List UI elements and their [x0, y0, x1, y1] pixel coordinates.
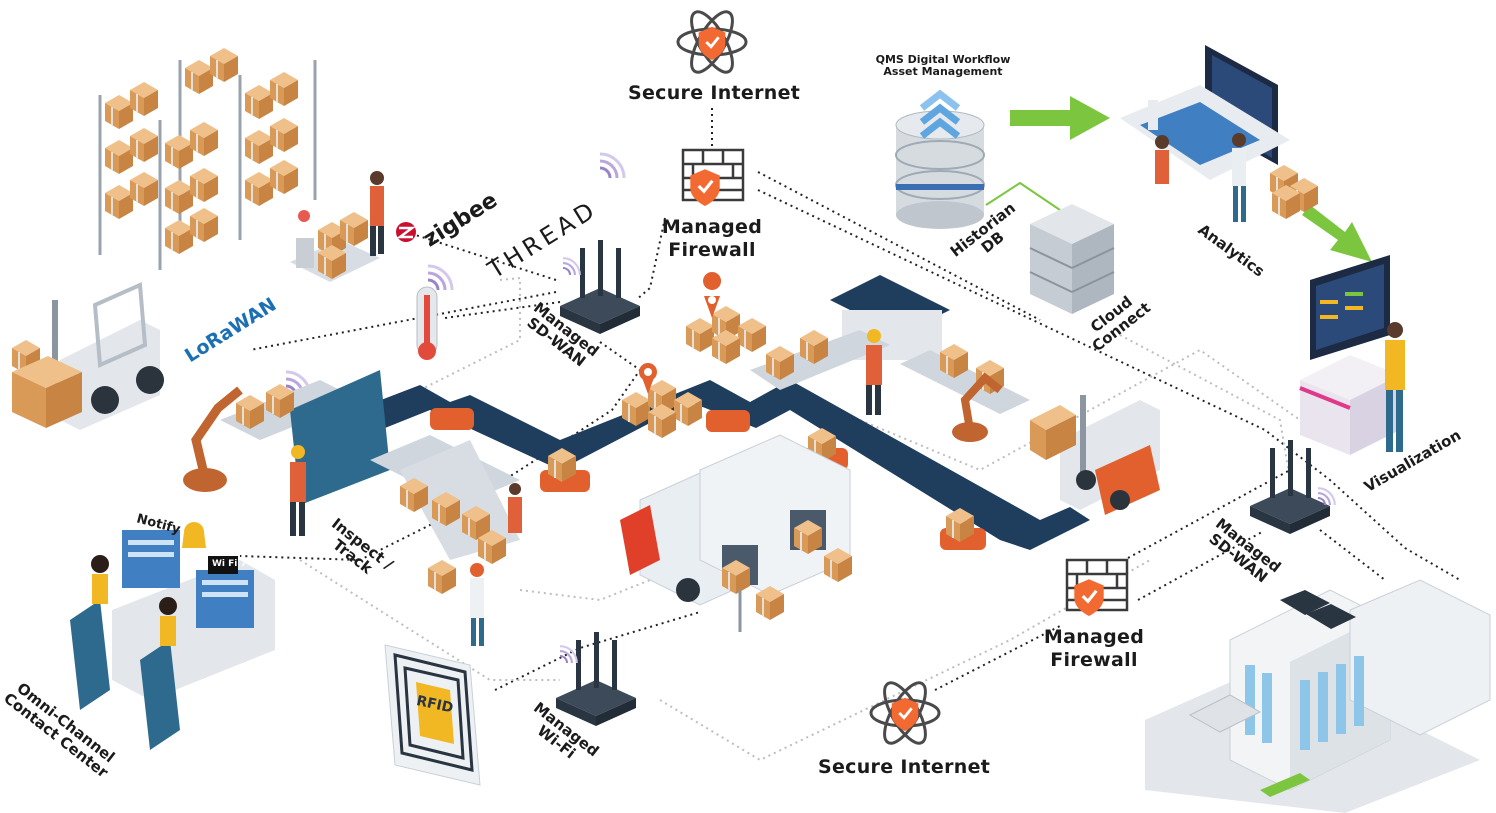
qms-line2: Asset Management: [883, 64, 1003, 78]
qms-label: QMS Digital Workflow Asset Management: [858, 54, 1028, 77]
qms-line1: QMS Digital Workflow: [875, 53, 1011, 66]
managed-firewall-top-label: Managed Firewall: [652, 216, 772, 261]
secure-internet-bottom-label: Secure Internet: [818, 756, 991, 778]
wifi7-badge: Wi Fi 7: [212, 559, 247, 569]
managed-firewall-bottom-label: Managed Firewall: [1034, 626, 1154, 671]
managed-firewall-top-line1: Managed: [661, 216, 763, 238]
managed-firewall-bottom-line2: Firewall: [1050, 648, 1138, 671]
managed-firewall-bottom-line1: Managed: [1043, 626, 1145, 648]
managed-firewall-top-line2: Firewall: [668, 238, 756, 261]
secure-internet-top-label: Secure Internet: [628, 82, 801, 104]
